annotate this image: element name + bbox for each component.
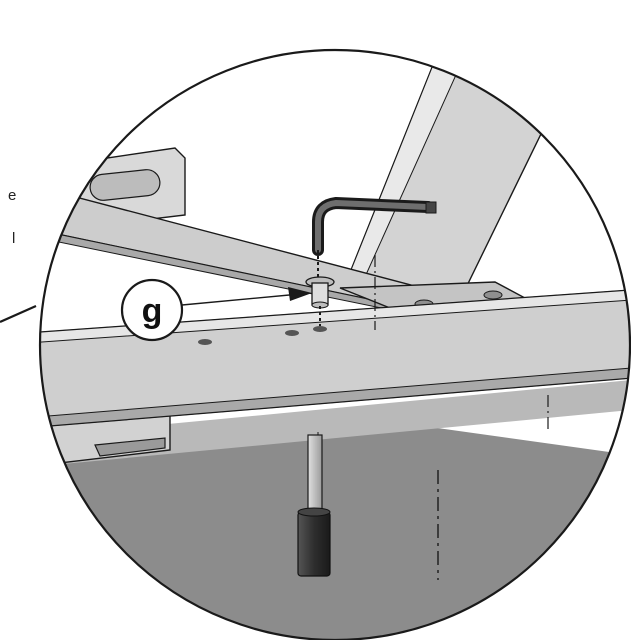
cropped-text-line-2: l — [12, 230, 15, 247]
plate-hole-right — [483, 290, 503, 300]
beam-hole-2 — [285, 330, 299, 336]
leader-line — [0, 304, 37, 324]
magnifier-circle — [38, 48, 631, 640]
beam-hole-3 — [313, 326, 327, 332]
callout-bubble — [120, 278, 184, 342]
threaded-rod — [307, 434, 323, 518]
callout-arrow-line — [181, 293, 301, 306]
callout-label: g — [142, 292, 163, 330]
beam-hole-1 — [198, 339, 212, 345]
callout-arrowhead — [288, 287, 312, 301]
leveling-foot — [297, 511, 331, 577]
cropped-text-line-1: e — [8, 187, 16, 204]
